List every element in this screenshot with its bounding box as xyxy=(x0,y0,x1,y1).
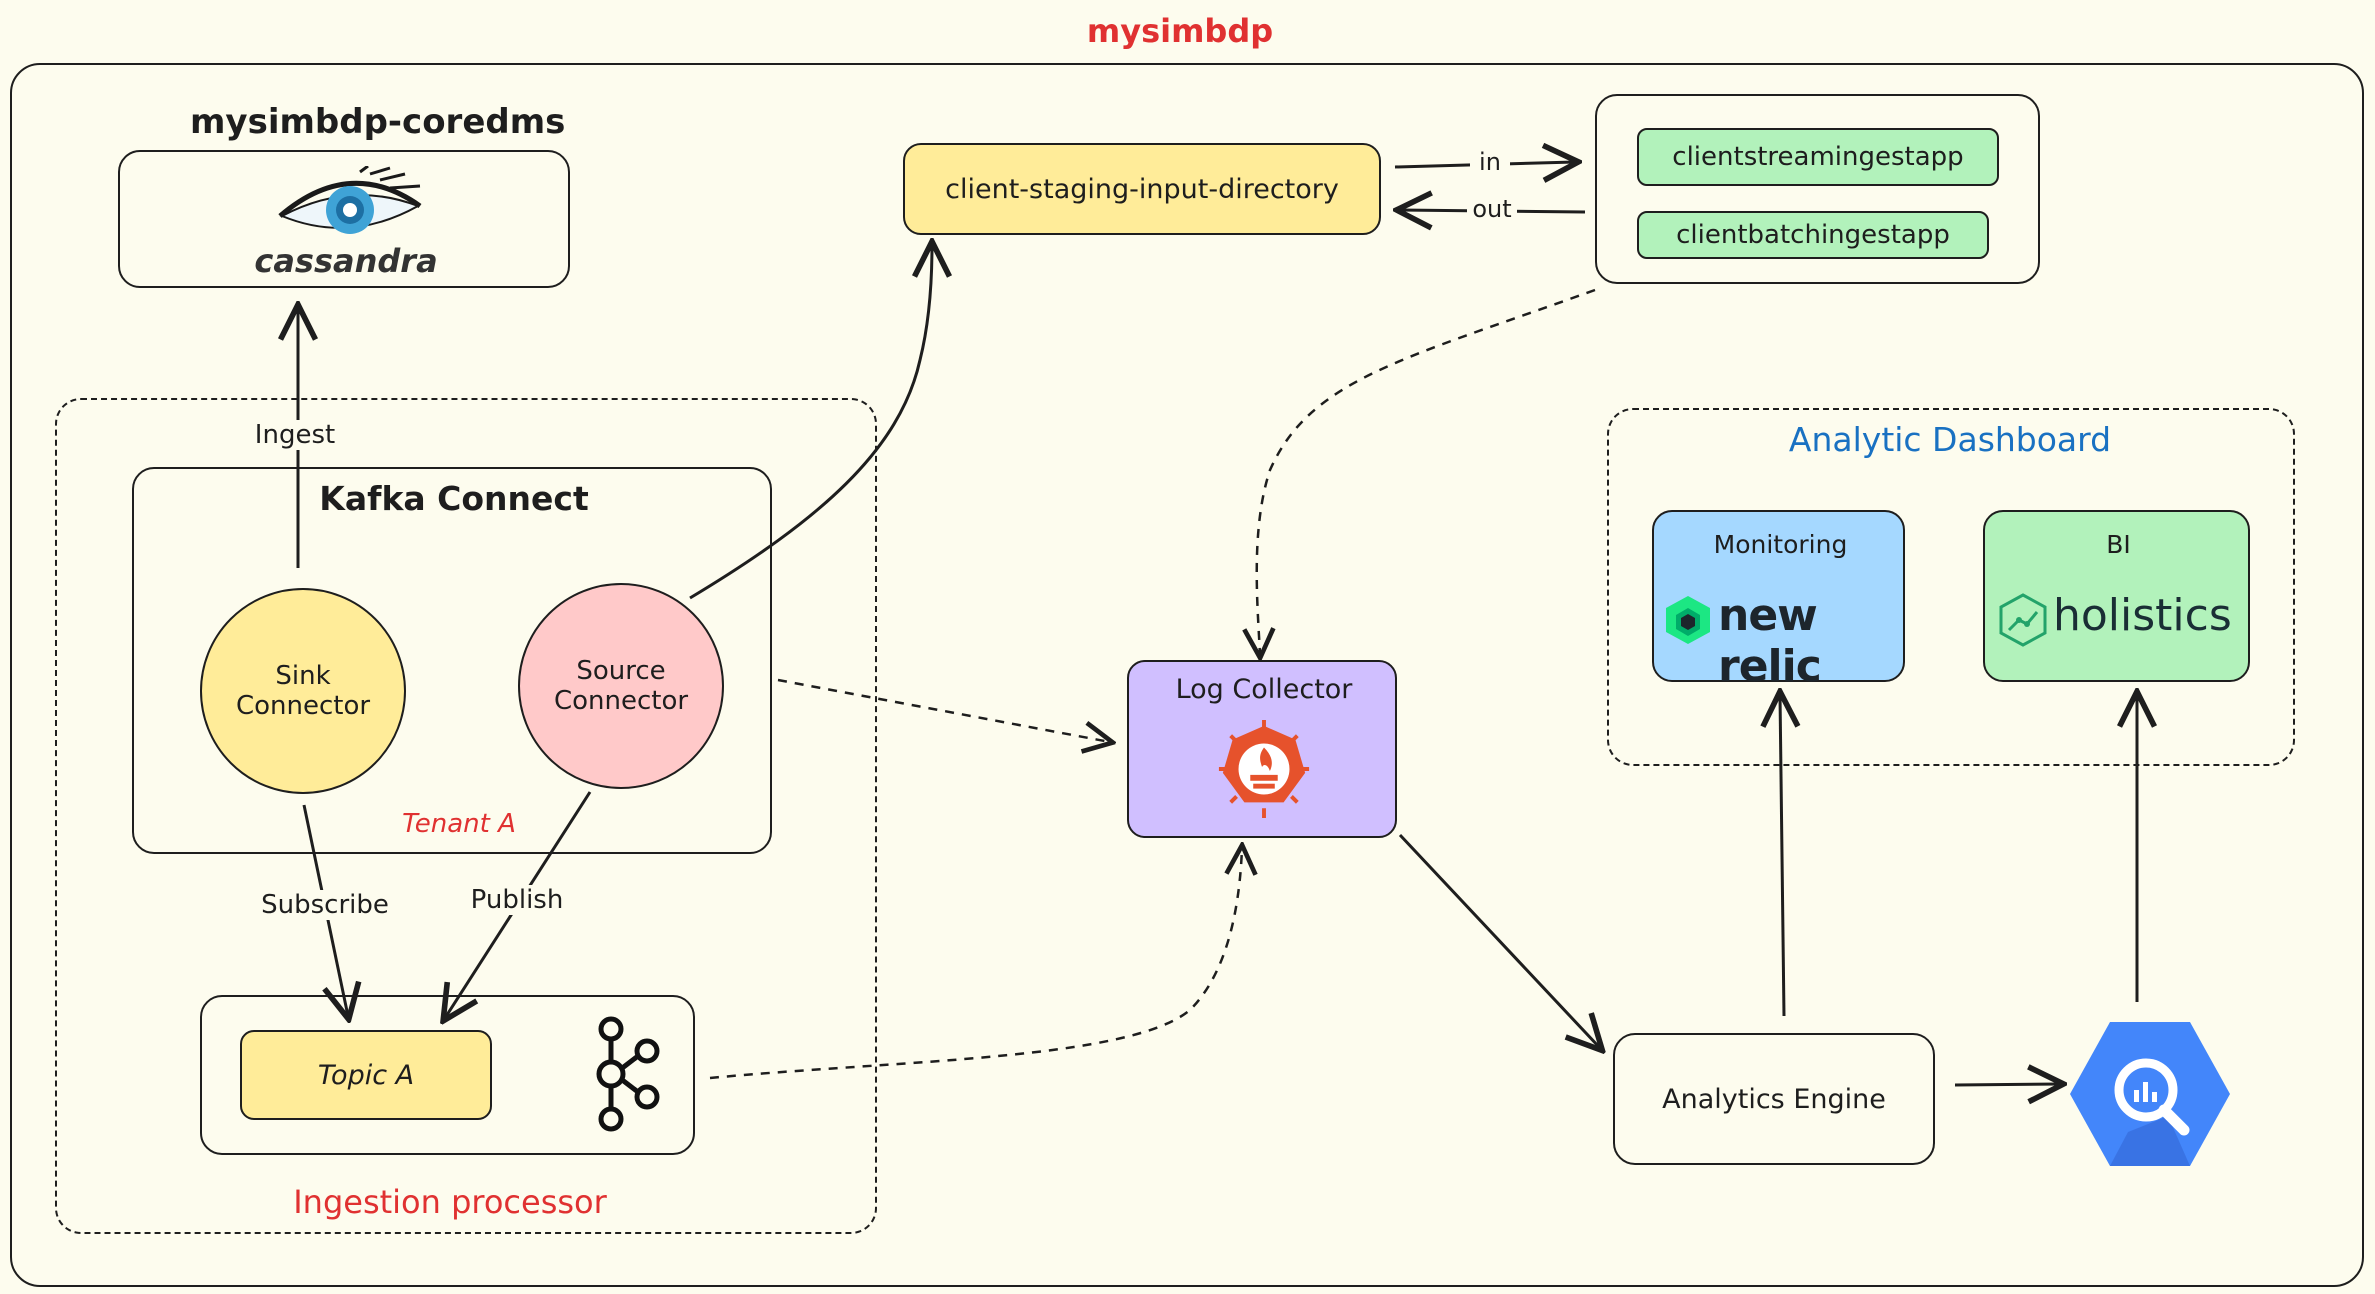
kafka-connect-box: Kafka Connect Tenant A xyxy=(132,467,772,854)
in-label: in xyxy=(1470,148,1510,176)
topic-a[interactable]: Topic A xyxy=(240,1030,492,1120)
monitoring-panel[interactable]: Monitoring new relic xyxy=(1652,510,1905,692)
ingestion-processor-label: Ingestion processor xyxy=(293,1183,607,1221)
analytics-to-monitoring-arrow xyxy=(1780,695,1784,1017)
bigquery-icon[interactable] xyxy=(2068,1020,2232,1168)
sink-label-line1: Sink xyxy=(275,661,331,691)
client-apps-box: clientstreamingestapp clientbatchingesta… xyxy=(1595,94,2040,284)
holistics-wordmark: holistics xyxy=(2053,590,2232,641)
kafka-topic-box: Topic A xyxy=(200,995,695,1155)
client-batching-label: clientbatchingestapp xyxy=(1676,220,1950,250)
publish-label: Publish xyxy=(462,885,572,915)
ingestion-processor-group xyxy=(55,398,877,1234)
coredms-box: cassandra xyxy=(118,150,570,288)
newrelic-icon xyxy=(1666,596,1710,644)
cassandra-wordmark: cassandra xyxy=(254,242,438,280)
client-streaming-label: clientstreamingestapp xyxy=(1672,142,1964,172)
kafka-connect-to-log-arrow xyxy=(777,678,1110,742)
kafka-connect-title: Kafka Connect xyxy=(319,479,589,518)
monitoring-label: Monitoring xyxy=(1713,530,1848,559)
coredms-title: mysimbdp-coredms xyxy=(190,102,566,142)
sink-connector[interactable]: Sink Connector xyxy=(200,588,406,794)
cassandra-eye-icon xyxy=(278,166,422,234)
client-streaming-app[interactable]: clientstreamingestapp xyxy=(1637,128,1999,186)
topic-to-log-arrow xyxy=(709,848,1242,1080)
sink-label-line2: Connector xyxy=(235,691,371,721)
source-to-staging-arrow xyxy=(689,245,932,600)
staging-directory[interactable]: client-staging-input-directory xyxy=(903,143,1381,235)
analytic-dashboard-title: Analytic Dashboard xyxy=(1788,420,2112,459)
log-collector[interactable]: Log Collector xyxy=(1127,660,1397,838)
apps-to-log-arrow xyxy=(1257,288,1596,655)
ingest-label: Ingest xyxy=(245,420,345,450)
bi-label: BI xyxy=(2106,530,2131,559)
analytics-engine-label: Analytics Engine xyxy=(1662,1083,1886,1115)
analytics-to-bigquery-arrow xyxy=(1954,1084,2060,1085)
tenant-label: Tenant A xyxy=(402,809,516,839)
prometheus-icon xyxy=(1218,720,1310,818)
holistics-icon xyxy=(1999,593,2047,647)
client-batching-app[interactable]: clientbatchingestapp xyxy=(1637,211,1989,259)
topic-label: Topic A xyxy=(317,1059,415,1091)
analytic-dashboard-group xyxy=(1607,408,2295,766)
log-collector-label: Log Collector xyxy=(1175,674,1353,705)
kafka-icon xyxy=(596,1016,660,1132)
subscribe-label: Subscribe xyxy=(255,890,395,920)
newrelic-wordmark: new relic xyxy=(1718,590,1822,692)
diagram-title: mysimbdp xyxy=(1086,12,1274,50)
source-connector[interactable]: Source Connector xyxy=(518,583,724,789)
analytics-engine[interactable]: Analytics Engine xyxy=(1613,1033,1935,1165)
out-label: out xyxy=(1467,195,1517,223)
staging-label: client-staging-input-directory xyxy=(945,173,1339,205)
log-to-analytics-arrow xyxy=(1398,833,1600,1048)
source-label-line2: Connector xyxy=(553,686,689,716)
source-label-line1: Source xyxy=(576,656,666,686)
bi-panel[interactable]: BI holistics xyxy=(1983,510,2250,682)
